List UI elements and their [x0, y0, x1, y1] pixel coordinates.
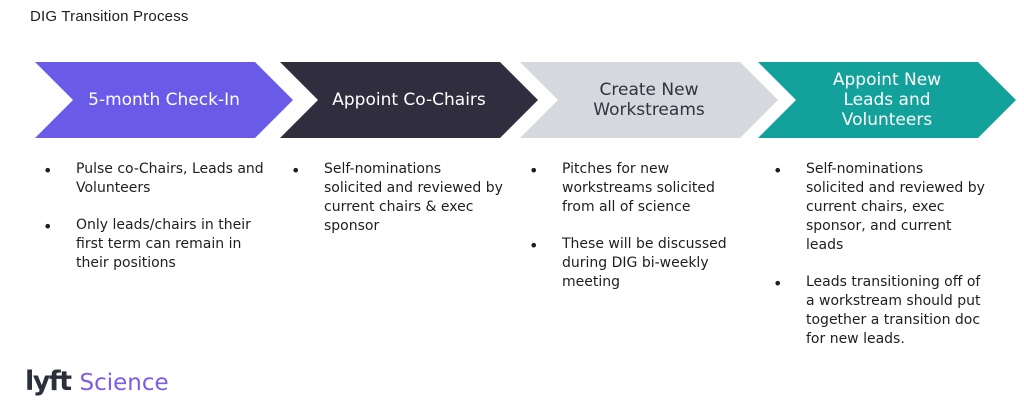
- bullet-item: Leads transitioning off of a workstream …: [770, 273, 1008, 349]
- bullet-marker: [40, 216, 76, 273]
- process-step-1: 5-month Check-In: [35, 62, 293, 138]
- bullet-text: Self-nominations solicited and reviewed …: [324, 161, 503, 235]
- bullet-item: These will be discussed during DIG bi-we…: [526, 235, 764, 292]
- footer-brand: lyft Science: [25, 368, 169, 395]
- process-step-2: Appoint Co-Chairs: [280, 62, 538, 138]
- bullet-marker: [288, 160, 324, 236]
- bullet-marker: [526, 160, 562, 217]
- lyft-logo: lyft: [25, 366, 72, 397]
- bullet-item: Only leads/chairs in their first term ca…: [40, 216, 278, 273]
- bullet-text: Leads transitioning off of a workstream …: [806, 274, 981, 348]
- bullet-marker: [526, 235, 562, 292]
- bullet-marker: [40, 160, 76, 198]
- step-label-2: Appoint Co-Chairs: [332, 89, 486, 110]
- bullet-item: Self-nominations solicited and reviewed …: [770, 160, 1008, 255]
- step-label-1: 5-month Check-In: [88, 89, 240, 110]
- step-notes-2: Self-nominations solicited and reviewed …: [288, 160, 526, 254]
- bullet-item: Self-nominations solicited and reviewed …: [288, 160, 526, 236]
- bullet-text: Only leads/chairs in their first term ca…: [76, 217, 251, 272]
- bullet-text: These will be discussed during DIG bi-we…: [562, 236, 727, 291]
- bullet-marker: [770, 160, 806, 255]
- bullet-text: Pitches for new workstreams solicited fr…: [562, 161, 715, 216]
- bullet-item: Pulse co-Chairs, Leads and Volunteers: [40, 160, 278, 198]
- bullet-marker: [770, 273, 806, 349]
- bullet-text: Self-nominations solicited and reviewed …: [806, 161, 985, 254]
- page-title: DIG Transition Process: [30, 8, 189, 25]
- science-label: Science: [79, 370, 169, 396]
- step-notes-3: Pitches for new workstreams solicited fr…: [526, 160, 764, 310]
- step-notes-4: Self-nominations solicited and reviewed …: [770, 160, 1008, 367]
- step-label-3: Create New Workstreams: [593, 79, 705, 120]
- process-step-4: Appoint New Leads and Volunteers: [758, 62, 1016, 138]
- bullet-item: Pitches for new workstreams solicited fr…: [526, 160, 764, 217]
- process-step-3: Create New Workstreams: [520, 62, 778, 138]
- step-label-4: Appoint New Leads and Volunteers: [832, 69, 942, 131]
- step-notes-1: Pulse co-Chairs, Leads and Volunteers On…: [40, 160, 278, 291]
- bullet-text: Pulse co-Chairs, Leads and Volunteers: [76, 161, 264, 197]
